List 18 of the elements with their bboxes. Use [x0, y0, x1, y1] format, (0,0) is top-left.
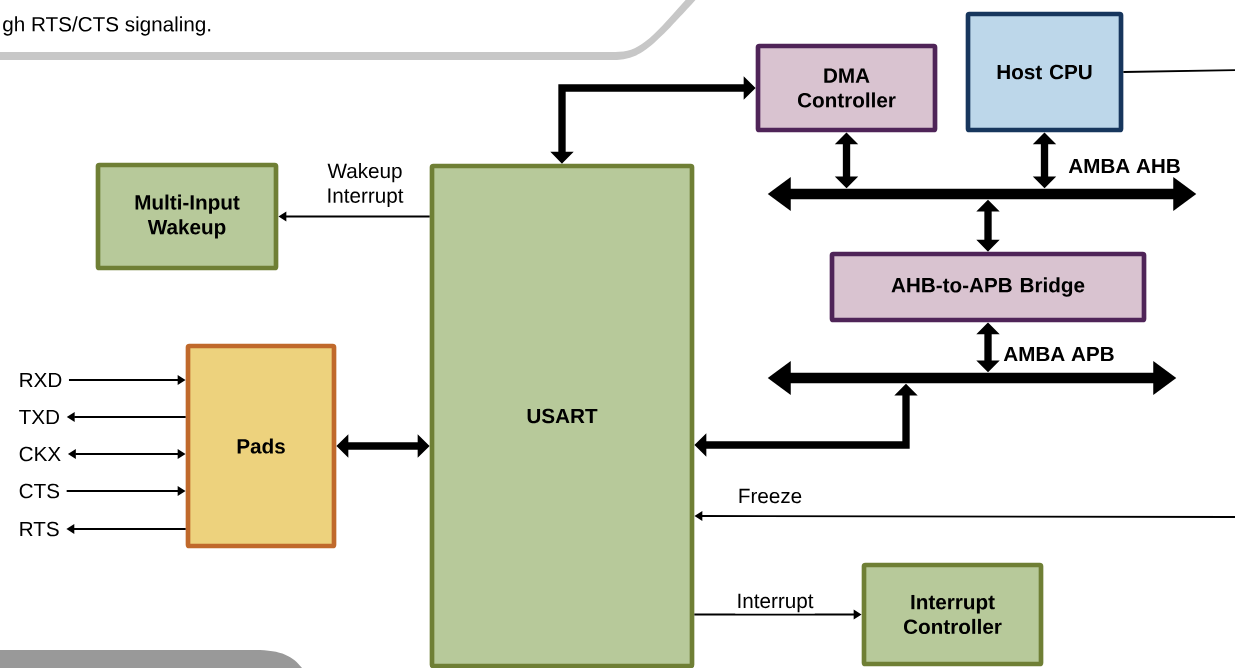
edge-label: Wakeup Interrupt — [322, 161, 408, 209]
block-box: Multi-Input Wakeup — [95, 162, 279, 271]
edge-label: Interrupt — [735, 592, 815, 614]
signal-label: TXD — [19, 409, 59, 425]
block-box: DMA Controller — [755, 43, 938, 133]
signal-label: RTS — [20, 521, 59, 537]
bus-label: AMBA AHB — [1068, 158, 1180, 174]
signal-label: RXD — [20, 372, 62, 388]
block-box: USART — [429, 163, 695, 668]
block-box: Host CPU — [965, 11, 1124, 133]
signal-label: CKX — [19, 446, 61, 462]
block-box: Interrupt Controller — [861, 562, 1044, 667]
bus-label: AMBA APB — [1003, 346, 1114, 362]
signal-label: CTS — [19, 483, 60, 499]
block-box: AHB-to-APB Bridge — [829, 251, 1147, 323]
edge-label: Freeze — [736, 487, 804, 505]
callout-text: gh RTS/CTS signaling. — [3, 16, 211, 36]
block-box: Pads — [185, 343, 337, 549]
